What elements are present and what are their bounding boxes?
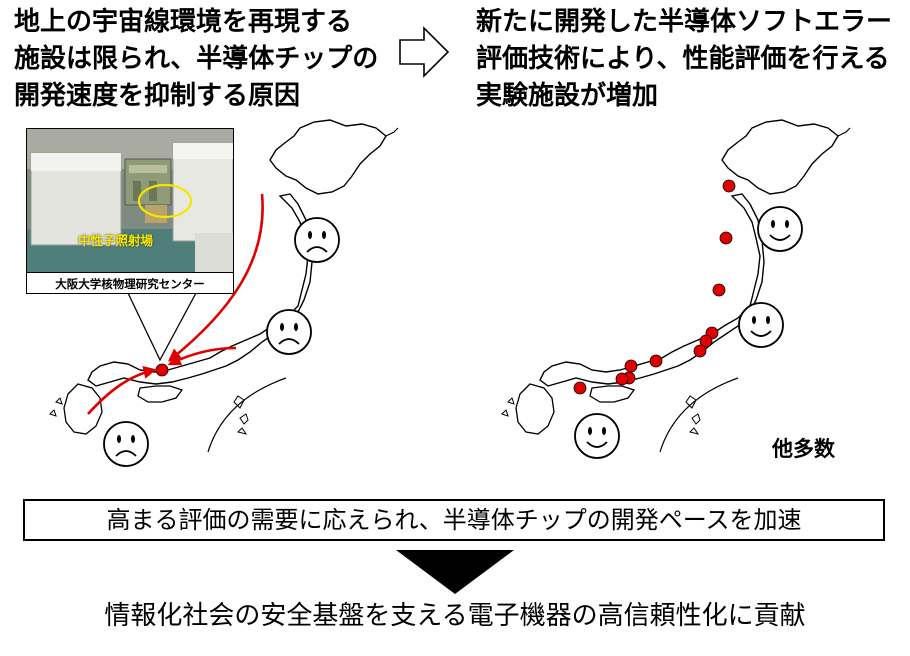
left-headline-line: 地上の宇宙線環境を再現する [14, 7, 353, 37]
smiley-face-icon [738, 302, 784, 348]
sad-face-icon [266, 309, 312, 355]
left-japan-map [49, 119, 399, 467]
smiley-face-icon [574, 413, 620, 459]
right-arrow-icon [399, 26, 450, 78]
facility-photo-image [27, 129, 233, 293]
left-headline-line: 開発速度を抑制する原因 [14, 81, 301, 111]
left-headline: 地上の宇宙線環境を再現する 施設は限られ、半導体チップの 開発速度を抑制する原因 [14, 4, 378, 115]
others-label: 他多数 [772, 437, 835, 461]
right-headline-line: 評価技術により、性能評価を行える [476, 44, 890, 74]
facility-label: 中性子照射場 [78, 233, 154, 248]
conclusion-text: 情報化社会の安全基盤を支える電子機器の高信頼性化に貢献 [104, 601, 806, 631]
arrow-from-west [87, 366, 157, 415]
facility-markers [573, 179, 736, 395]
down-arrow-icon [396, 550, 514, 594]
callout-lines [127, 292, 197, 362]
smiley-face-icon [757, 206, 803, 252]
left-headline-line: 施設は限られ、半導体チップの [14, 44, 379, 74]
sad-face-icon [294, 217, 340, 263]
facility-photo [26, 128, 234, 294]
sad-face-icon [103, 421, 149, 467]
arrow-from-east [167, 346, 237, 366]
right-japan-map [501, 119, 851, 459]
photo-caption: 大阪大学核物理研究センター [26, 272, 234, 294]
result-box: 高まる評価の需要に応えられ、半導体チップの開発ペースを加速 [23, 499, 885, 541]
right-headline-line: 実験施設が増加 [476, 81, 659, 111]
arrow-from-north [167, 193, 264, 362]
result-text: 高まる評価の需要に応えられ、半導体チップの開発ペースを加速 [106, 506, 802, 534]
right-headline: 新たに開発した半導体ソフトエラー 評価技術により、性能評価を行える 実験施設が増… [476, 4, 892, 115]
osaka-marker [155, 363, 169, 377]
right-headline-line: 新たに開発した半導体ソフトエラー [476, 7, 893, 37]
